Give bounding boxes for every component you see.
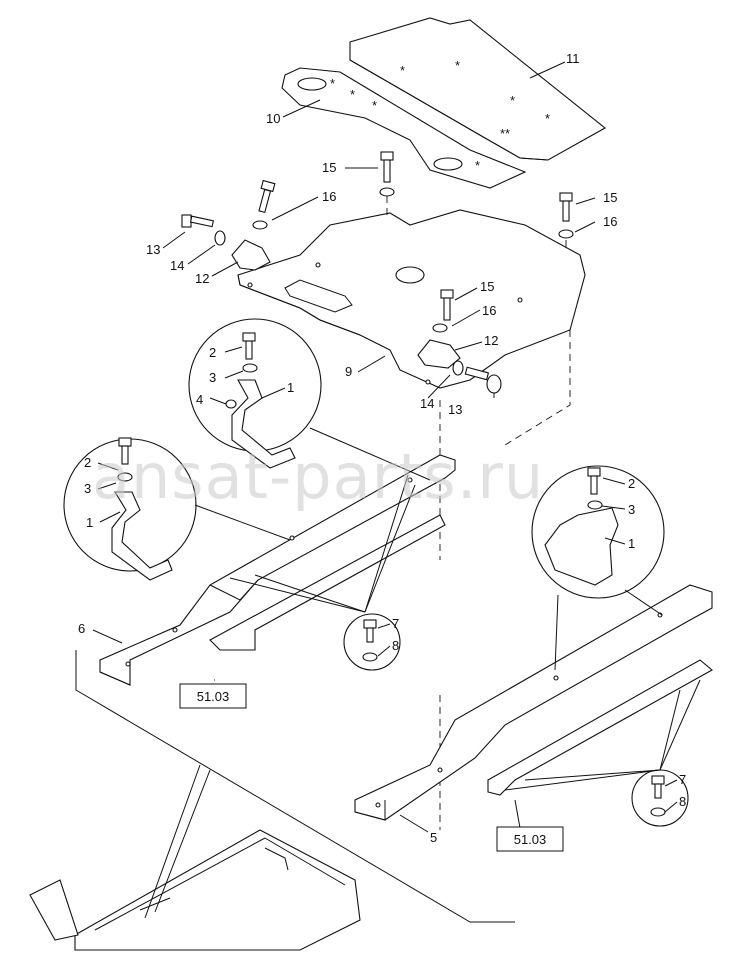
callout-1: 1 — [287, 380, 294, 395]
svg-text:**: ** — [500, 126, 510, 141]
callout-3: 3 — [84, 481, 91, 496]
callout-7: 7 — [392, 616, 399, 631]
callout-8: 8 — [392, 638, 399, 653]
watermark: ansat-parts.ru — [92, 440, 544, 513]
callout-16: 16 — [322, 189, 336, 204]
svg-text:*: * — [330, 76, 335, 91]
ref-box-left: 51.03 — [179, 683, 247, 709]
bolt-15-top — [379, 151, 395, 197]
callout-labels: 11 10 15 16 13 14 12 15 16 15 16 12 9 14… — [78, 51, 686, 845]
svg-text:*: * — [475, 158, 480, 173]
callout-14: 14 — [420, 396, 434, 411]
callout-2: 2 — [209, 345, 216, 360]
callout-9: 9 — [345, 364, 352, 379]
callout-15: 15 — [603, 190, 617, 205]
callout-13: 13 — [146, 242, 160, 257]
svg-text:*: * — [510, 93, 515, 108]
callout-16: 16 — [603, 214, 617, 229]
part-9-plate — [237, 209, 586, 389]
chassis-frame — [29, 829, 361, 951]
bracket-12-left — [231, 239, 271, 271]
callout-16: 16 — [482, 303, 496, 318]
callout-3: 3 — [209, 370, 216, 385]
callout-15: 15 — [480, 279, 494, 294]
callout-1: 1 — [628, 536, 635, 551]
callout-11: 11 — [566, 51, 580, 66]
bolt-13-right — [452, 360, 502, 394]
ref-box-right-label: 51.03 — [514, 832, 547, 847]
callout-5: 5 — [430, 830, 437, 845]
callout-12: 12 — [484, 333, 498, 348]
svg-text:*: * — [350, 87, 355, 102]
detail-circle-bolt-left — [343, 613, 401, 671]
callout-2: 2 — [84, 455, 91, 470]
callout-3: 3 — [628, 502, 635, 517]
callout-2: 2 — [628, 476, 635, 491]
callout-4: 4 — [196, 392, 203, 407]
part-11-pad: * * * * ** — [349, 17, 606, 161]
bolt-15-mid — [432, 289, 454, 333]
callout-6: 6 — [78, 621, 85, 636]
svg-text:*: * — [455, 58, 460, 73]
callout-15: 15 — [322, 160, 336, 175]
bracket-12-right — [417, 339, 461, 369]
callout-14: 14 — [170, 258, 184, 273]
bolt-15-left — [252, 179, 276, 230]
detail-circle-right — [531, 465, 665, 599]
callout-10: 10 — [266, 111, 280, 126]
callout-8: 8 — [679, 794, 686, 809]
detail-circle-left — [63, 437, 197, 581]
bolt-13-left — [181, 214, 226, 246]
guide-line — [504, 330, 571, 446]
callout-1: 1 — [86, 515, 93, 530]
svg-text:*: * — [545, 111, 550, 126]
callout-7: 7 — [679, 772, 686, 787]
detail-circle-bolt-right — [631, 769, 689, 827]
part-5-rail — [354, 584, 713, 821]
leader-lines — [75, 61, 701, 923]
svg-text:*: * — [372, 98, 377, 113]
bolt-15-right — [558, 192, 574, 239]
callout-12: 12 — [195, 271, 209, 286]
callout-13: 13 — [448, 402, 462, 417]
ref-box-right: 51.03 — [496, 826, 564, 852]
part-6-rail — [99, 454, 456, 686]
detail-circle-upper — [188, 318, 322, 469]
part-10-pad: * * * * — [281, 67, 527, 189]
ref-box-left-label: 51.03 — [197, 689, 230, 704]
svg-text:*: * — [400, 63, 405, 78]
